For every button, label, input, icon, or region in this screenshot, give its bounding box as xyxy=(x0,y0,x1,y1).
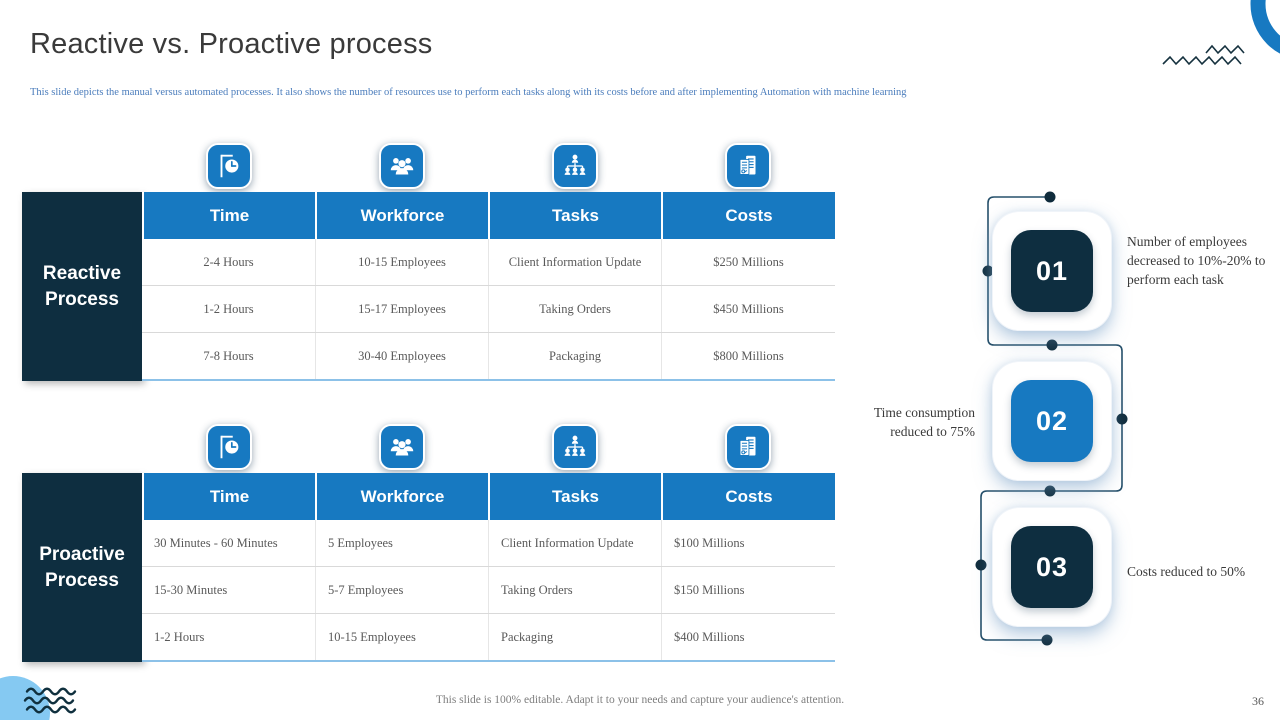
table-cell: $800 Millions xyxy=(661,333,835,379)
table-cell: $100 Millions xyxy=(661,520,835,566)
column-header-costs: Costs xyxy=(661,473,835,520)
table-cell: 30 Minutes - 60 Minutes xyxy=(154,535,278,550)
table-cell: 5 Employees xyxy=(315,520,488,566)
footer-note: This slide is 100% editable. Adapt it to… xyxy=(435,694,845,706)
timeline-number-03: 03 xyxy=(1011,526,1093,608)
top-right-decoration xyxy=(1162,0,1280,66)
header-row: Time Workforce Tasks Costs xyxy=(142,473,835,520)
table-cell: 10-15 Employees xyxy=(315,239,488,285)
table-cell: $150 Millions xyxy=(661,567,835,613)
timeline-note-02: Time consumption reduced to 75% xyxy=(873,405,975,439)
table-cell: $250 Millions xyxy=(661,239,835,285)
table-row: 1-2 Hours 15-17 Employees Taking Orders … xyxy=(142,285,835,332)
table-cell: 1-2 Hours xyxy=(154,629,205,644)
timeline-connector-dots xyxy=(975,191,1128,646)
workforce-icon xyxy=(378,424,425,470)
column-header-time: Time xyxy=(142,473,315,520)
timeline-note-03: Costs reduced to 50% xyxy=(1127,564,1246,579)
process-label-text: Proactive Process xyxy=(39,543,125,591)
timeline-number-02: 02 xyxy=(1011,380,1093,462)
circle-ring-icon xyxy=(1250,0,1280,54)
column-header-workforce: Workforce xyxy=(315,473,488,520)
circle-icon xyxy=(0,676,50,720)
table-row: 30 Minutes - 60 Minutes 5 Employees Clie… xyxy=(142,520,835,566)
column-header-workforce: Workforce xyxy=(315,192,488,239)
slide-subtitle: This slide depicts the manual versus aut… xyxy=(30,87,907,98)
table-cell: Taking Orders xyxy=(488,286,661,332)
timeline-card-01: 01 xyxy=(993,212,1111,330)
table-row: 2-4 Hours 10-15 Employees Client Informa… xyxy=(142,239,835,285)
timeline-card-02: 02 xyxy=(993,362,1111,480)
timeline-number-01: 01 xyxy=(1011,230,1093,312)
timeline-note-01: Number of employees decreased to 10%-20%… xyxy=(1127,234,1266,287)
proactive-process-block: Proactive Process Time Workforce Tasks C… xyxy=(22,424,835,662)
reactive-process-label: Reactive Process xyxy=(22,192,142,381)
table-row: 15-30 Minutes 5-7 Employees Taking Order… xyxy=(142,566,835,613)
costs-icon xyxy=(725,424,771,470)
costs-icon xyxy=(725,143,771,189)
workforce-icon xyxy=(378,143,425,189)
process-label-text: Reactive Process xyxy=(42,262,122,310)
zigzag-lines-icon xyxy=(1162,44,1245,66)
table-cell: Client Information Update xyxy=(488,520,661,566)
tasks-icon xyxy=(551,143,598,189)
table-cell: 10-15 Employees xyxy=(315,614,488,660)
wave-lines-icon xyxy=(23,687,77,714)
tasks-icon xyxy=(551,424,598,470)
header-row: Time Workforce Tasks Costs xyxy=(142,192,835,239)
table-cell: Packaging xyxy=(488,333,661,379)
reactive-icons-row xyxy=(22,143,835,192)
table-cell: Client Information Update xyxy=(488,239,661,285)
column-header-costs: Costs xyxy=(661,192,835,239)
table-cell: 15-17 Employees xyxy=(315,286,488,332)
table-cell: Packaging xyxy=(488,614,661,660)
page-title: Reactive vs. Proactive process xyxy=(30,28,433,60)
table-cell: Taking Orders xyxy=(488,567,661,613)
timeline-card-03: 03 xyxy=(993,508,1111,626)
column-header-time: Time xyxy=(142,192,315,239)
bottom-left-decoration xyxy=(0,676,77,720)
table-cell: $450 Millions xyxy=(661,286,835,332)
table-cell: $400 Millions xyxy=(661,614,835,660)
column-header-tasks: Tasks xyxy=(488,192,661,239)
table-cell: 7-8 Hours xyxy=(203,348,254,363)
table-row: 1-2 Hours 10-15 Employees Packaging $400… xyxy=(142,613,835,660)
reactive-process-block: Reactive Process Time Workforce Tasks Co… xyxy=(22,143,835,381)
timeline-connector xyxy=(975,191,1128,646)
proactive-process-label: Proactive Process xyxy=(22,473,142,662)
table-cell: 15-30 Minutes xyxy=(154,582,228,597)
time-icon xyxy=(205,143,252,189)
table-cell: 1-2 Hours xyxy=(203,301,254,316)
page-number: 36 xyxy=(1252,694,1264,708)
time-icon xyxy=(205,424,252,470)
table-cell: 5-7 Employees xyxy=(315,567,488,613)
proactive-icons-row xyxy=(22,424,835,473)
table-row: 7-8 Hours 30-40 Employees Packaging $800… xyxy=(142,332,835,379)
table-cell: 2-4 Hours xyxy=(203,254,254,269)
table-cell: 30-40 Employees xyxy=(315,333,488,379)
column-header-tasks: Tasks xyxy=(488,473,661,520)
